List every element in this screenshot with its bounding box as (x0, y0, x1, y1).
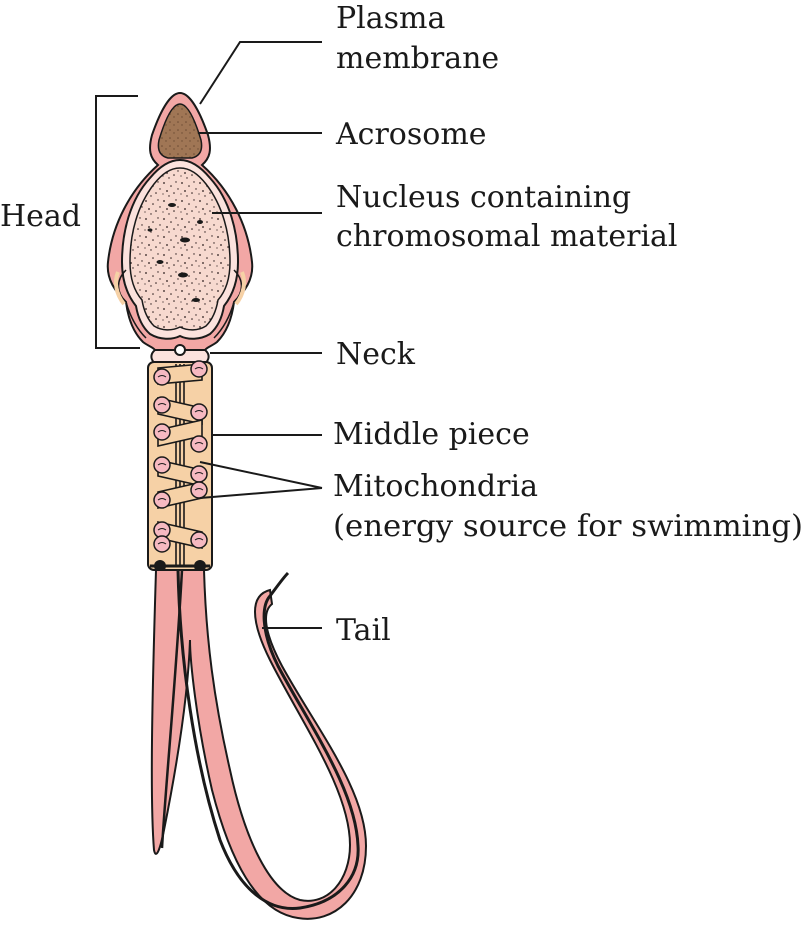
mitochondrion (153, 491, 171, 509)
nucleus-shape (129, 167, 231, 331)
label-middle-piece: Middle piece (333, 417, 530, 452)
mitochondrion (190, 465, 208, 483)
mitochondrion (190, 360, 208, 378)
head-left-flange (117, 269, 147, 339)
labels: Plasma membrane Acrosome Nucleus contain… (0, 1, 803, 648)
label-acrosome: Acrosome (335, 117, 487, 152)
tail-axial-filament (176, 569, 360, 910)
leader-mitochondria-2 (199, 487, 323, 499)
label-head: Head (0, 199, 81, 234)
sperm-neck (150, 344, 210, 365)
label-nucleus-1: Nucleus containing (336, 180, 631, 215)
label-mitochondria-2: (energy source for swimming) (333, 509, 803, 544)
middle-piece (147, 360, 213, 572)
mitochondrion (190, 403, 208, 421)
mitochondrion (190, 481, 208, 499)
leader-head-bracket (95, 95, 140, 349)
mitochondrion (153, 368, 171, 386)
sperm-head (106, 91, 254, 351)
mitochondrion (153, 456, 171, 474)
label-plasma-membrane-2: membrane (336, 41, 499, 76)
mitochondrion (153, 535, 171, 553)
mitochondrion (153, 423, 171, 441)
tail-body (150, 569, 368, 920)
leader-mitochondria-1 (199, 461, 323, 489)
mitochondrion (190, 435, 208, 453)
label-neck: Neck (336, 337, 416, 372)
label-nucleus-2: chromosomal material (336, 219, 678, 254)
chromosome-marks (147, 203, 203, 302)
acrosome-shape (157, 103, 203, 159)
leader-lines (95, 41, 323, 629)
head-right-flange (213, 269, 243, 339)
label-tail: Tail (336, 613, 391, 648)
mitochondrion (153, 396, 171, 414)
leader-plasma-membrane (199, 41, 322, 105)
mitochondrion (190, 531, 208, 549)
sperm-tail (150, 569, 368, 920)
label-plasma-membrane-1: Plasma (336, 1, 446, 36)
mitochondria-set (153, 360, 208, 553)
label-mitochondria-1: Mitochondria (333, 469, 538, 504)
